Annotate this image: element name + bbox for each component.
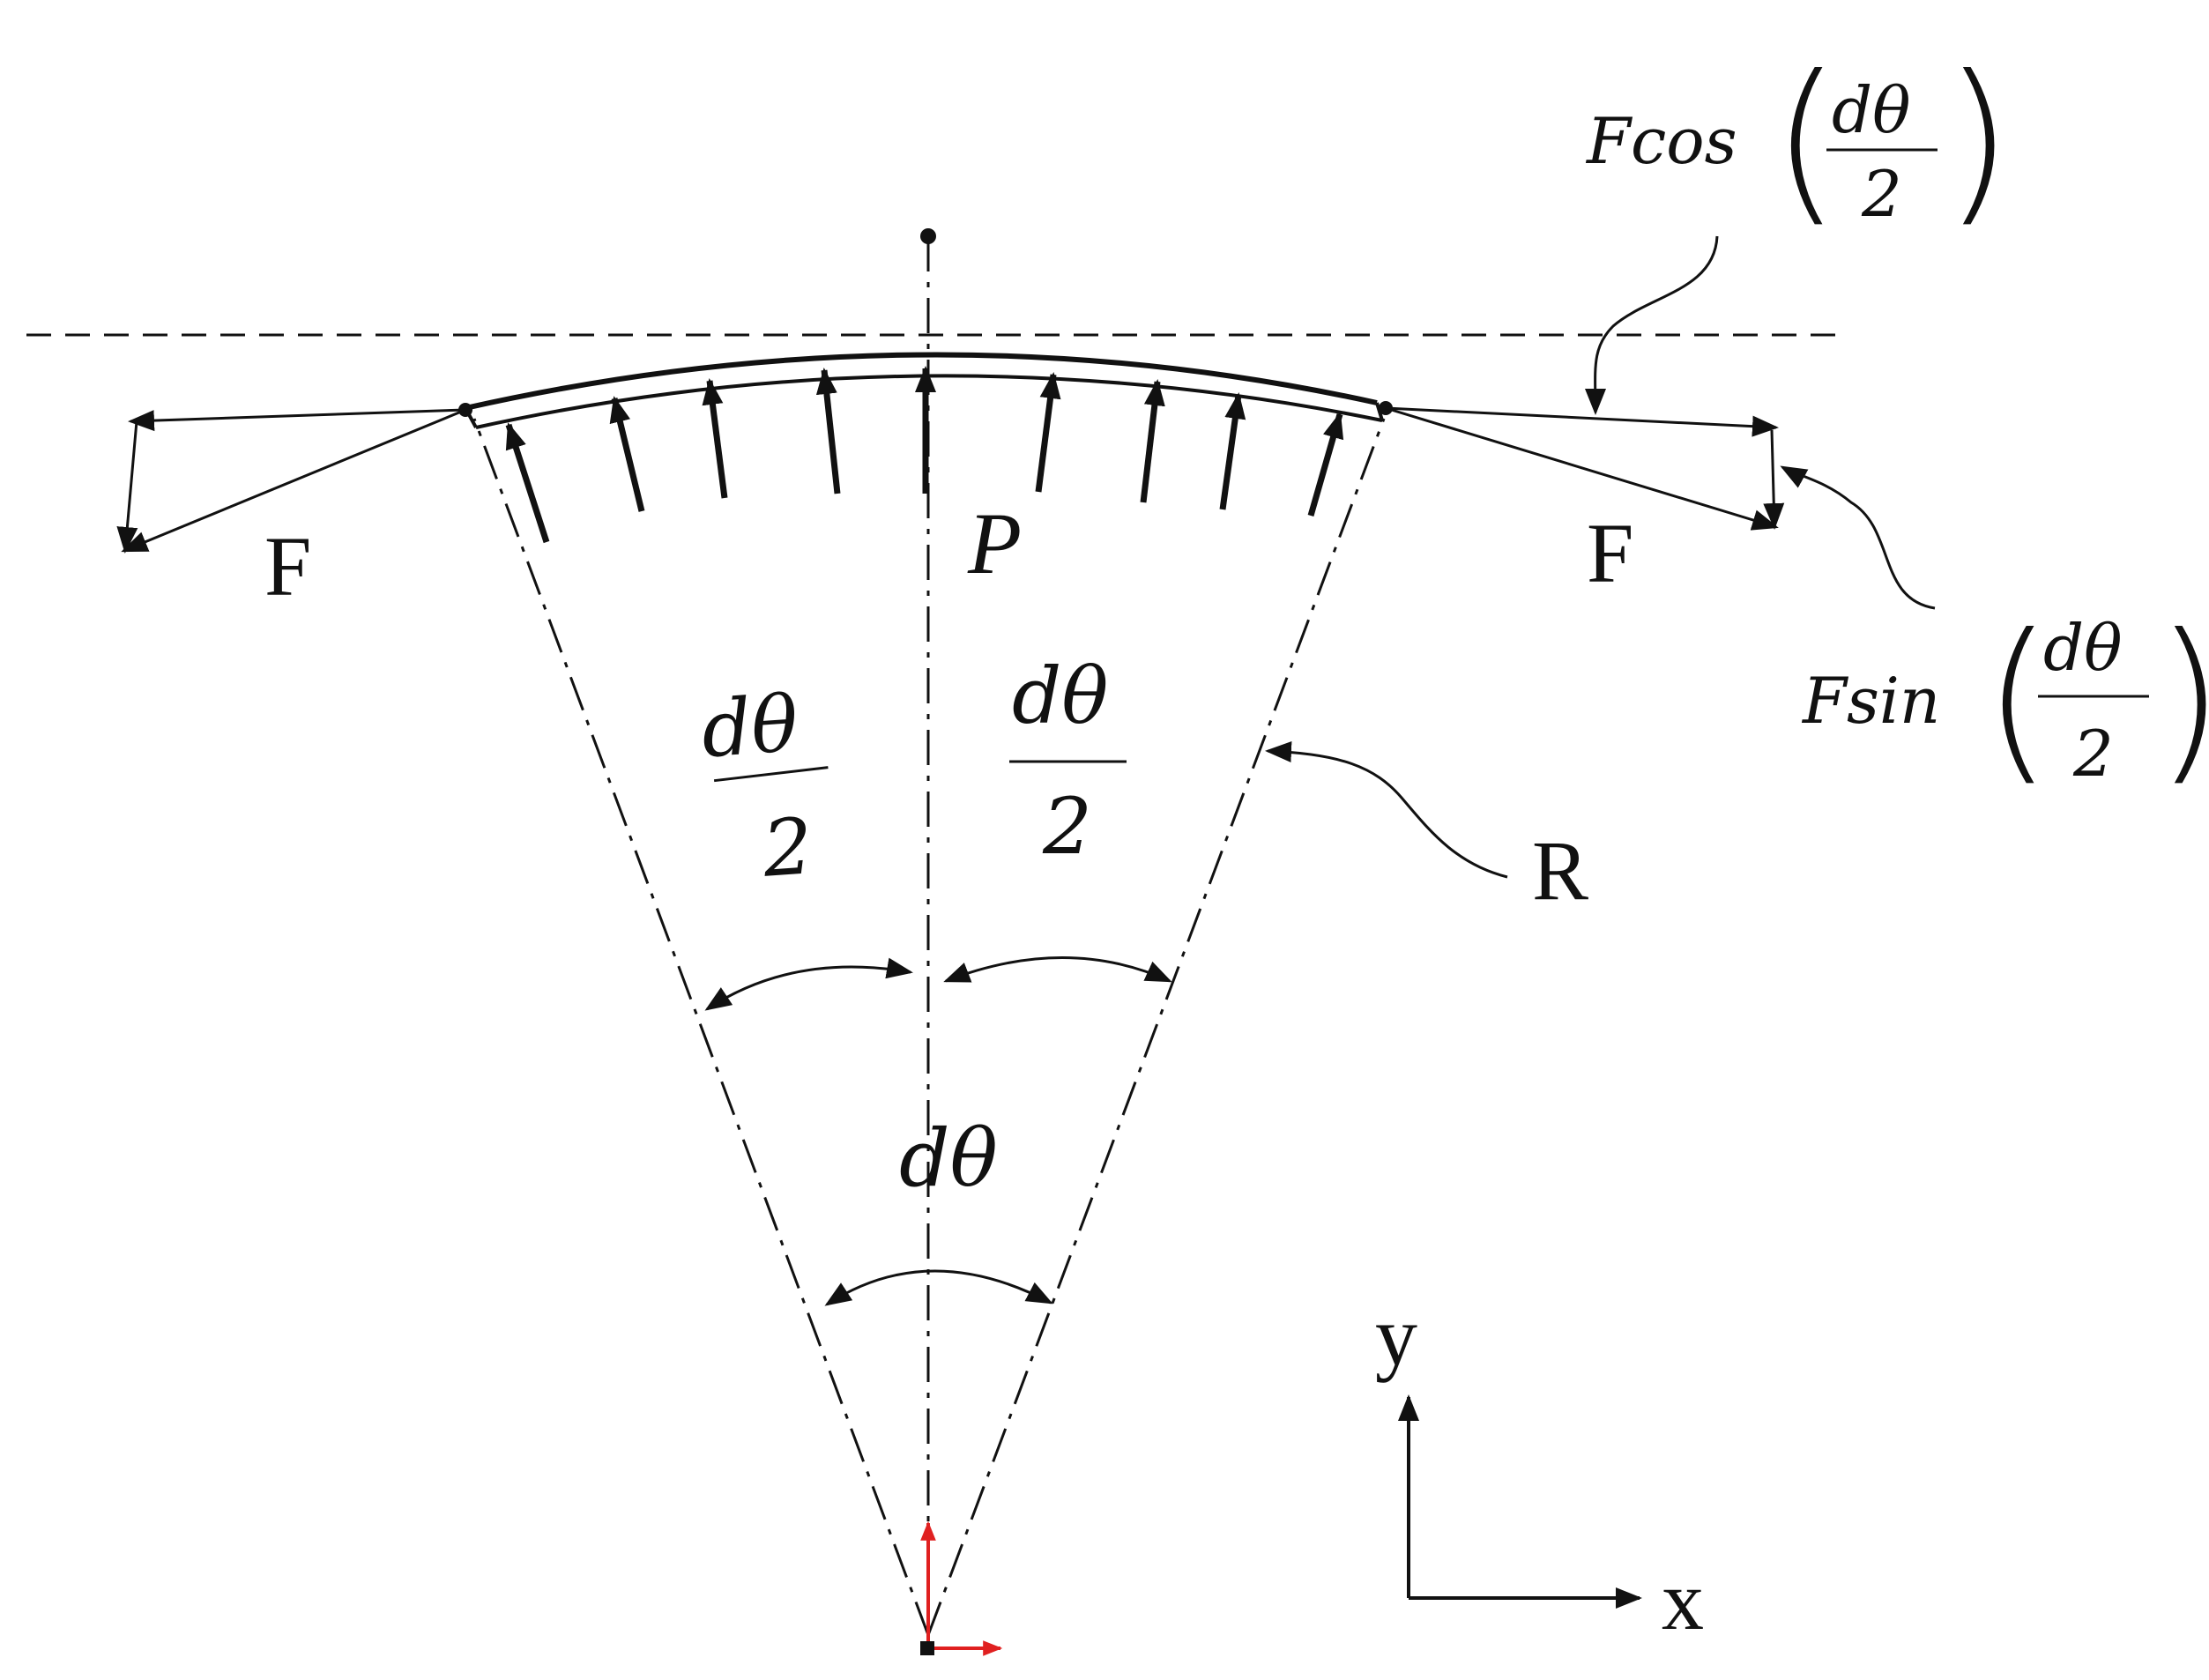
pressure-arrow: [1219, 392, 1246, 510]
radius-label: R: [1532, 823, 1588, 918]
pressure-arrow: [1035, 372, 1061, 493]
radius-leader-line: [1265, 740, 1508, 879]
fsin-label: Fsin ( dθ 2 ): [1801, 597, 2209, 802]
half-angle-right-denominator: 2: [1042, 781, 1092, 872]
fsin-numerator: dθ: [2043, 611, 2122, 685]
pressure-arrow: [815, 368, 841, 494]
half-angle-left-denominator: 2: [759, 800, 815, 895]
radial-line-right: [926, 418, 1386, 1636]
half-angle-left-fraction-bar: [713, 766, 829, 783]
left-fsin-component-arrow: [116, 420, 138, 554]
pressure-arrow: [609, 396, 645, 512]
right-force-group: [1385, 406, 1785, 531]
fcos-leader-line: [1584, 235, 1719, 415]
pressure-arrows: [505, 366, 1344, 544]
shell-element-cap-right: [1375, 402, 1384, 421]
leader-lines: [1265, 235, 1936, 879]
fsin-leader-line: [1780, 465, 1936, 610]
origin-axes-icon: [920, 1520, 1003, 1656]
fcos-prefix: Fcos: [1585, 104, 1737, 178]
angle-total-label: dθ: [899, 1112, 998, 1205]
pressure-arrow: [702, 378, 728, 499]
pressure-arrow: [1140, 379, 1165, 503]
fcos-numerator: dθ: [1832, 73, 1910, 147]
half-angle-left-numerator: dθ: [698, 678, 800, 775]
angle-arcs: [704, 956, 1172, 1306]
left-fcos-component-arrow: [128, 408, 466, 432]
fcos-close-paren: ): [1944, 38, 2012, 243]
fsin-close-paren: ): [2155, 597, 2209, 802]
left-force-f-arrow: [121, 408, 466, 553]
center-line-end-dot: [920, 228, 936, 244]
right-fcos-component-arrow: [1385, 406, 1779, 437]
axis-x-label: x: [1662, 1553, 1704, 1647]
fsin-prefix: Fsin: [1801, 664, 1940, 738]
left-force-group: [116, 408, 466, 554]
radial-line-left: [472, 418, 930, 1636]
force-right-label: F: [1587, 506, 1633, 600]
pressure-arrow: [1307, 412, 1344, 517]
force-left-label: F: [264, 519, 311, 613]
full-angle-arc: [824, 1269, 1053, 1306]
fcos-open-paren: (: [1772, 38, 1841, 243]
half-angle-arc-left: [704, 957, 913, 1011]
fcos-denominator: 2: [1861, 157, 1902, 231]
half-angle-right-label: dθ 2: [1009, 650, 1127, 872]
fsin-open-paren: (: [1983, 597, 2052, 802]
pressure-label: P: [967, 494, 1022, 592]
right-fsin-component-arrow: [1763, 429, 1785, 530]
shell-element-outer: [465, 352, 1378, 411]
right-force-f-arrow: [1385, 406, 1779, 531]
axis-y-label: y: [1375, 1289, 1417, 1383]
fsin-denominator: 2: [2072, 717, 2114, 791]
half-angle-arc-right: [943, 956, 1172, 983]
half-angle-left-label: dθ 2: [698, 678, 829, 895]
half-angle-right-numerator: dθ: [1012, 650, 1108, 741]
fcos-label: Fcos ( dθ 2 ): [1585, 38, 2012, 243]
origin-point: [920, 1641, 934, 1655]
pressure-arrow: [505, 422, 550, 544]
coordinate-axes: [1398, 1394, 1642, 1609]
